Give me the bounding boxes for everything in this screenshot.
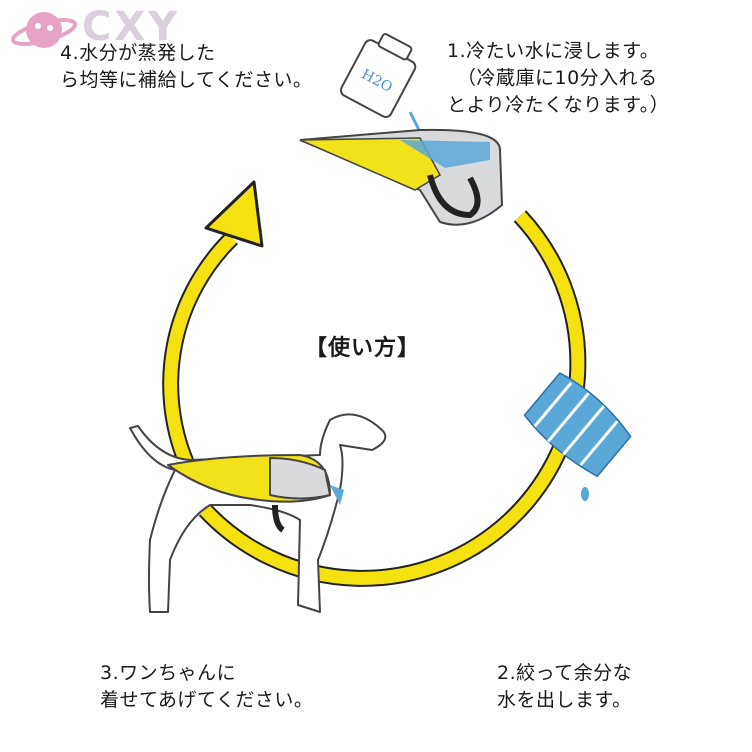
step-1-line-1: 1.冷たい水に浸します。 [447, 40, 660, 62]
step-2-text: 2.絞って余分な 水を出します。 [497, 660, 632, 714]
wet-vest-icon [299, 128, 504, 226]
cycle-arc [162, 210, 587, 587]
brand-logo: CXY [6, 4, 206, 56]
step-3-line-2: 着せてあげてください。 [100, 689, 314, 711]
step-1-line-2: （冷蔵庫に10分入れる [457, 67, 658, 89]
wringing-vest-icon [523, 372, 632, 478]
brand-logo-text: CXY [82, 4, 181, 50]
step-3-line-1: 3.ワンちゃんに [100, 662, 237, 684]
dog-wearing-vest-icon [129, 413, 387, 613]
step-2-line-2: 水を出します。 [497, 689, 632, 711]
planet-icon [11, 12, 77, 48]
water-bottle-icon: H2O [339, 33, 417, 118]
water-drop-icon [581, 487, 589, 501]
step-2-line-1: 2.絞って余分な [497, 662, 633, 684]
step-3-text: 3.ワンちゃんに 着せてあげてください。 [100, 660, 313, 714]
step-1-text: 1.冷たい水に浸します。 （冷蔵庫に10分入れる とより冷たくなります。） [447, 38, 669, 119]
step-4-line-1: 4.水分が蒸発した [60, 42, 216, 64]
step-4-text: 4.水分が蒸発した ら均等に補給してください。 [60, 40, 312, 94]
cycle-arrow-head [204, 180, 264, 248]
step-1-line-3: とより冷たくなります。） [447, 94, 670, 116]
step-4-line-2: ら均等に補給してください。 [60, 69, 313, 91]
diagram-title: 【使い方】 [305, 336, 421, 361]
